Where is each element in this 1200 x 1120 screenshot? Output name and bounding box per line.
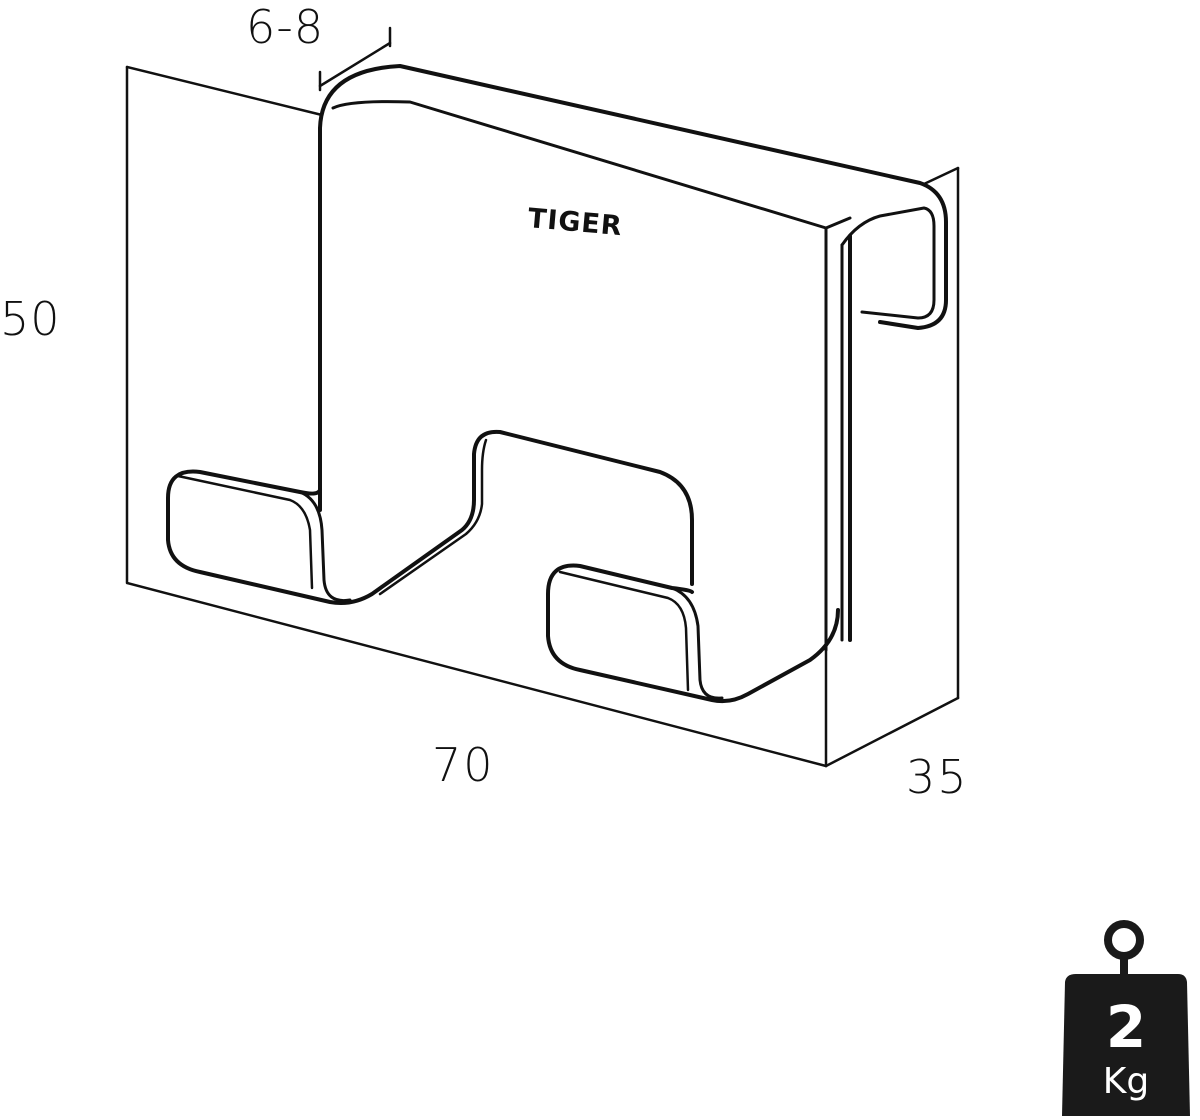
left-hook-outline xyxy=(166,429,694,605)
hook-body-outline xyxy=(318,64,948,652)
door-thickness-label: 6-8 xyxy=(246,0,325,54)
door-thickness-dimension-line xyxy=(318,26,392,92)
depth-label: 35 xyxy=(906,750,969,804)
height-label: 50 xyxy=(0,292,61,346)
width-label: 70 xyxy=(432,738,495,792)
max-load-unit: Kg xyxy=(1102,1061,1150,1102)
right-hook-outline xyxy=(546,563,840,704)
max-load-value: 2 xyxy=(1105,993,1147,1061)
door-panel-outline xyxy=(125,65,960,768)
weight-icon xyxy=(1062,920,1190,1116)
max-load-badge: 2 Kg xyxy=(1062,916,1190,1116)
